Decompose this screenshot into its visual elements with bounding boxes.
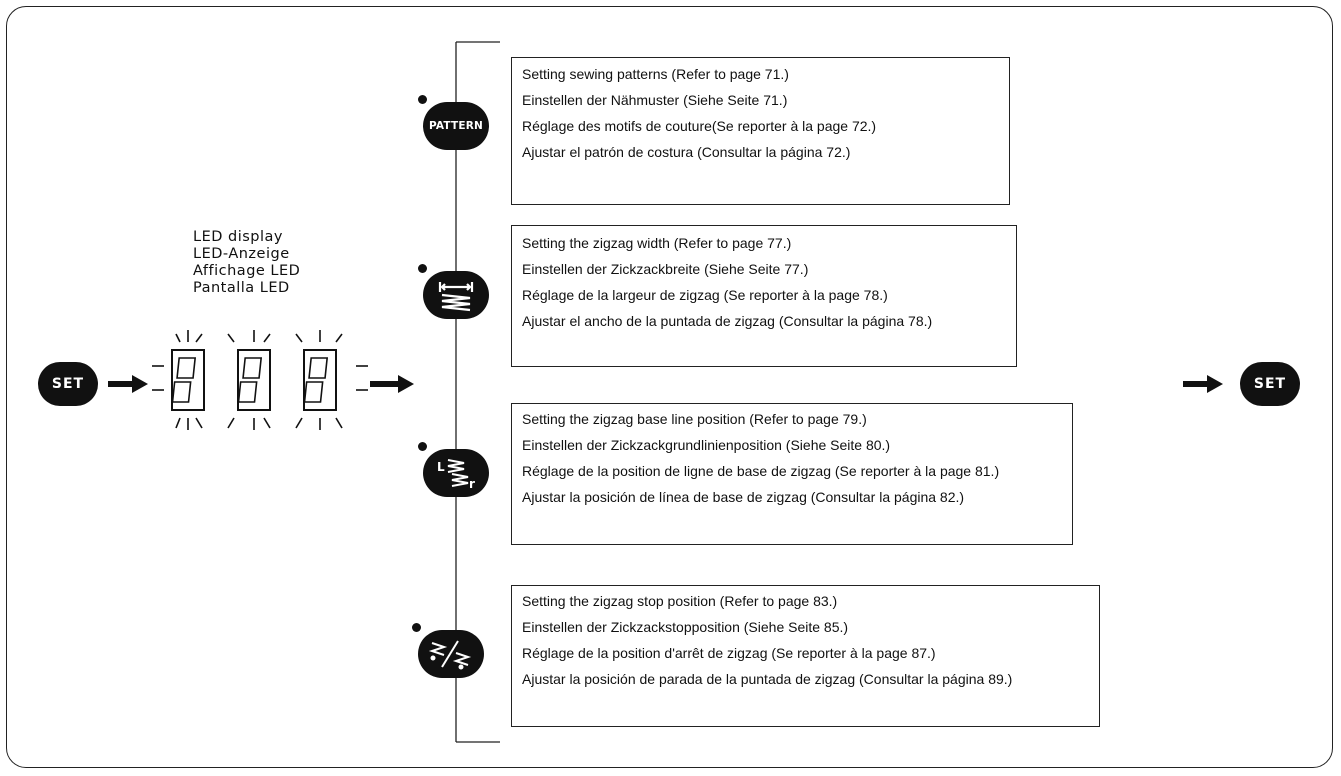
svg-text:r: r [469,477,475,491]
diagram-frame [6,6,1333,768]
pattern-button[interactable]: PATTERN [423,102,489,150]
setting-text: Réglage des motifs de couture(Se reporte… [522,118,877,134]
svg-text:L: L [437,460,445,474]
stop-position-button[interactable] [418,630,484,678]
led-digit [171,349,205,411]
blink-rays-icon [152,330,368,430]
setting-text: Ajustar el ancho de la puntada de zigzag… [522,313,933,329]
setting-box-base-line: Setting the zigzag base line position (R… [511,403,1073,545]
led-display [171,349,337,411]
led-label: LED-Anzeige [193,246,290,262]
indicator-dot [412,623,421,632]
indicator-dot [418,442,427,451]
indicator-dot [418,264,427,273]
setting-text: Ajustar el patrón de costura (Consultar … [522,144,851,160]
arrow-icon [108,375,148,393]
led-digit [237,349,271,411]
zigzag-width-button[interactable] [423,271,489,319]
led-label: Pantalla LED [193,280,290,296]
set-button-left[interactable]: SET [38,362,98,406]
arrow-icon [1183,375,1223,393]
stop-position-icon [428,640,472,670]
setting-text: Réglage de la position de ligne de base … [522,463,1000,479]
setting-text: Einstellen der Zickzackstopposition (Sie… [522,619,849,635]
setting-text: Einstellen der Zickzackbreite (Siehe Sei… [522,261,809,277]
base-line-position-button[interactable]: L r [423,449,489,497]
setting-text: Réglage de la largeur de zigzag (Se repo… [522,287,888,303]
setting-box-stop-position: Setting the zigzag stop position (Refer … [511,585,1100,727]
led-label: LED display [193,229,284,245]
setting-box-zigzag-width: Setting the zigzag width (Refer to page … [511,225,1017,367]
led-digit [303,349,337,411]
setting-text: Ajustar la posición de parada de la punt… [522,671,1013,687]
led-display-labels: LED display LED-Anzeige Affichage LED Pa… [193,229,300,297]
setting-text: Setting the zigzag stop position (Refer … [522,593,838,609]
setting-text: Setting sewing patterns (Refer to page 7… [522,66,789,82]
base-line-position-icon: L r [437,459,475,491]
indicator-dot [418,95,427,104]
setting-box-pattern: Setting sewing patterns (Refer to page 7… [511,57,1010,205]
setting-text: Setting the zigzag width (Refer to page … [522,235,792,251]
setting-text: Einstellen der Zickzackgrundlinienpositi… [522,437,891,453]
arrow-icon [370,375,414,393]
zigzag-width-icon [438,282,474,312]
setting-text: Einstellen der Nähmuster (Siehe Seite 71… [522,92,788,108]
led-label: Affichage LED [193,263,301,279]
setting-text: Ajustar la posición de línea de base de … [522,489,965,505]
setting-text: Réglage de la position d'arrêt de zigzag… [522,645,936,661]
set-button-right[interactable]: SET [1240,362,1300,406]
setting-text: Setting the zigzag base line position (R… [522,411,867,427]
